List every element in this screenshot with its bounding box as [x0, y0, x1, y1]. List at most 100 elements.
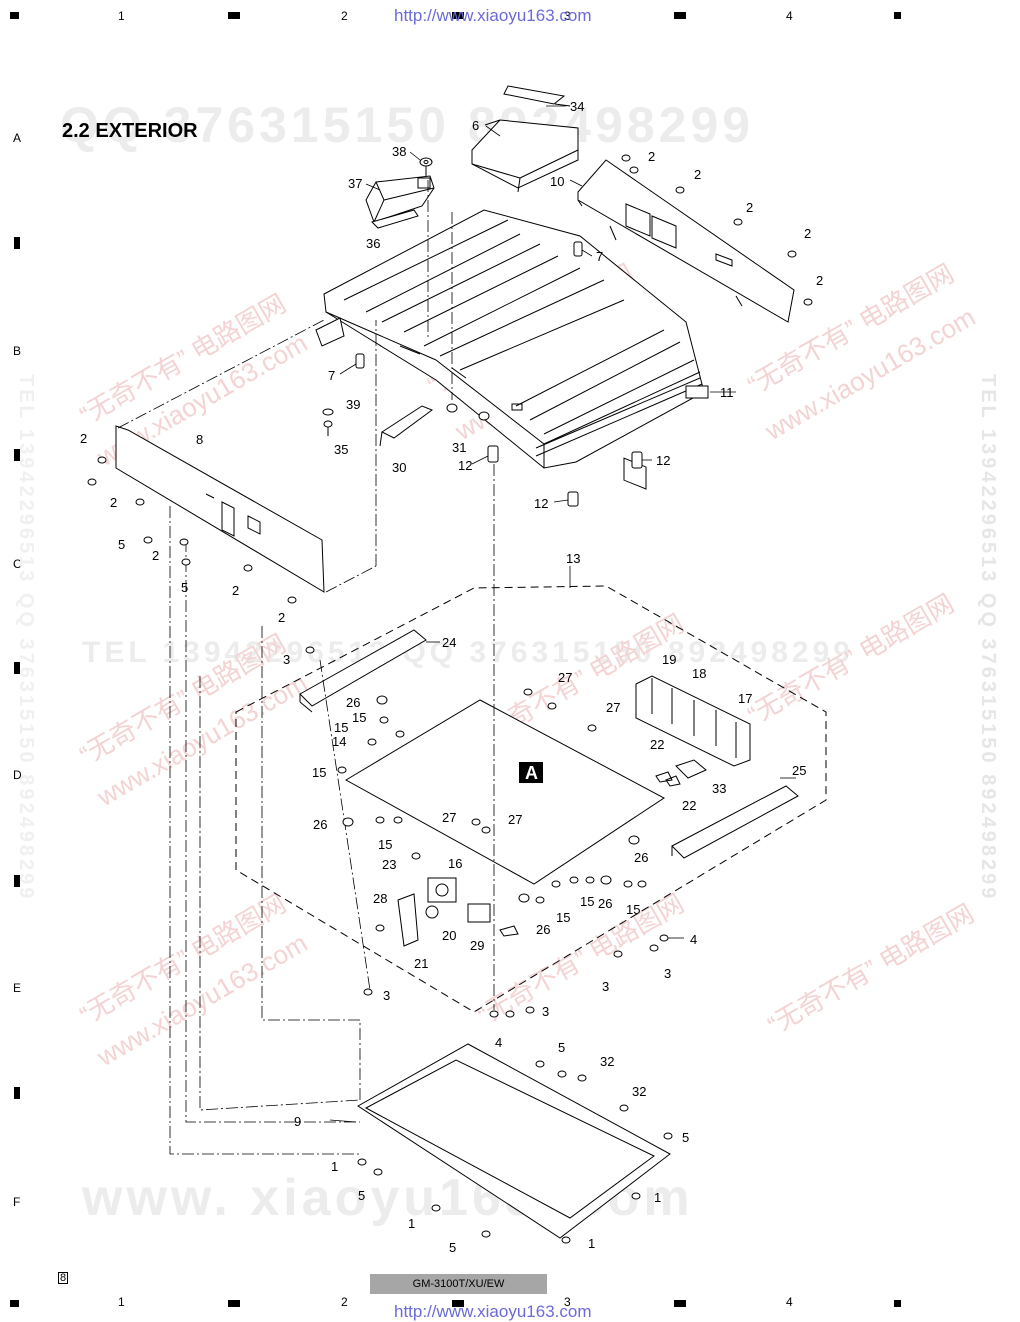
callout: 8 [196, 432, 203, 447]
callout: 12 [656, 453, 670, 468]
callout: 1 [408, 1216, 415, 1231]
header-url[interactable]: http://www.xiaoyu163.com [394, 6, 592, 25]
callout: 2 [80, 431, 87, 446]
part-8-side-bracket [115, 425, 325, 593]
row-letter-f: F [13, 1195, 21, 1209]
board-label-a-box [519, 762, 543, 783]
board-label-a: A [525, 763, 538, 783]
side-mark [14, 237, 20, 249]
ruler-mark [452, 1300, 464, 1307]
model-name-bar: GM-3100T/XU/EW [370, 1274, 547, 1294]
part-7-spacer [355, 241, 583, 369]
section-title: 2.2 EXTERIOR [62, 120, 198, 142]
callout-labels: 34 6 38 37 36 10 2 2 2 2 2 7 7 39 35 30 … [80, 99, 823, 1255]
callout: 26 [634, 850, 648, 865]
part-39-washer [322, 408, 334, 416]
callout: 37 [348, 176, 362, 191]
callout: 26 [598, 896, 612, 911]
callout: 24 [442, 635, 456, 650]
callout: 29 [470, 938, 484, 953]
ruler-mark [452, 12, 464, 19]
footer-url[interactable]: http://www.xiaoyu163.com [394, 1302, 592, 1321]
callout: 36 [366, 236, 380, 251]
side-mark [14, 1087, 20, 1099]
callout: 33 [712, 781, 726, 796]
callout: 4 [690, 932, 697, 947]
part-21-bracket [397, 893, 419, 947]
part-34-label-strip [503, 85, 571, 107]
callout: 1 [331, 1159, 338, 1174]
watermark-qq: QQ 376315150 892498299 [60, 97, 755, 153]
callout: 2 [648, 149, 655, 164]
part-24-bar [299, 629, 427, 713]
ruler-col-1: 1 [118, 1295, 125, 1309]
callout: 2 [152, 548, 159, 563]
callout: 27 [606, 700, 620, 715]
part-17-19-heatsinks [635, 675, 751, 767]
callout: 6 [472, 118, 479, 133]
callout: 15 [626, 902, 640, 917]
part-22-clips [655, 771, 681, 787]
callout: 11 [720, 385, 734, 400]
watermark-vertical: TEL 13942296513 QQ 376315150 892498299 [977, 374, 999, 902]
callout: 5 [118, 537, 125, 552]
callout: 4 [495, 1035, 502, 1050]
part-11-heatsink-chassis [315, 209, 709, 469]
callout: 5 [682, 1130, 689, 1145]
callout: 3 [283, 652, 290, 667]
ruler-col-1: 1 [118, 9, 125, 23]
callout: 27 [558, 670, 572, 685]
callout: 1 [588, 1236, 595, 1251]
watermark-vertical-left: TEL 13942296513 QQ 376315150 892498299 [15, 374, 37, 902]
part-35-screw [323, 420, 333, 436]
callout: 25 [792, 763, 806, 778]
callout: 3 [542, 1004, 549, 1019]
callout: 2 [746, 200, 753, 215]
screw-set [87, 154, 813, 1244]
callout: 27 [442, 810, 456, 825]
callout: 1 [654, 1190, 661, 1205]
ruler-col-3: 3 [564, 1295, 571, 1309]
ruler-col-4: 4 [786, 9, 793, 23]
ruler-mark [228, 1300, 240, 1307]
callout: 15 [312, 765, 326, 780]
callout: 20 [442, 928, 456, 943]
callout: 28 [373, 891, 387, 906]
ruler-mark [228, 12, 240, 19]
ruler-mark [674, 12, 686, 19]
callout: 14 [332, 734, 346, 749]
part-16-connector [425, 877, 457, 919]
callout: 15 [352, 710, 366, 725]
callout: 16 [448, 856, 462, 871]
callout: 9 [294, 1114, 301, 1129]
callout: 5 [181, 580, 188, 595]
ruler-col-2: 2 [341, 9, 348, 23]
ruler-mark [894, 1300, 901, 1307]
row-letter-d: D [13, 768, 22, 782]
callout: 2 [278, 610, 285, 625]
row-letter-c: C [13, 557, 22, 571]
callout: 3 [664, 966, 671, 981]
callout: 26 [346, 695, 360, 710]
row-letter-b: B [13, 344, 22, 358]
callout: 32 [632, 1084, 646, 1099]
callout: 31 [452, 440, 466, 455]
callout: 34 [570, 99, 584, 114]
callout: 13 [566, 551, 580, 566]
callout: 10 [550, 174, 564, 189]
part-30-clip [379, 405, 434, 447]
ruler-mark [674, 1300, 686, 1307]
part-29-pad [499, 925, 519, 937]
row-letter-e: E [13, 981, 22, 995]
callout: 15 [334, 720, 348, 735]
callout: 27 [508, 812, 522, 827]
callout: 30 [392, 460, 406, 475]
callout: 38 [392, 144, 406, 159]
ruler-col-3: 3 [564, 9, 571, 23]
callout: 35 [334, 442, 348, 457]
ruler-mark [894, 12, 901, 19]
part-33-relay [675, 759, 707, 779]
callout: 18 [692, 666, 706, 681]
callout-leaders [329, 105, 796, 1123]
callout: 32 [600, 1054, 614, 1069]
